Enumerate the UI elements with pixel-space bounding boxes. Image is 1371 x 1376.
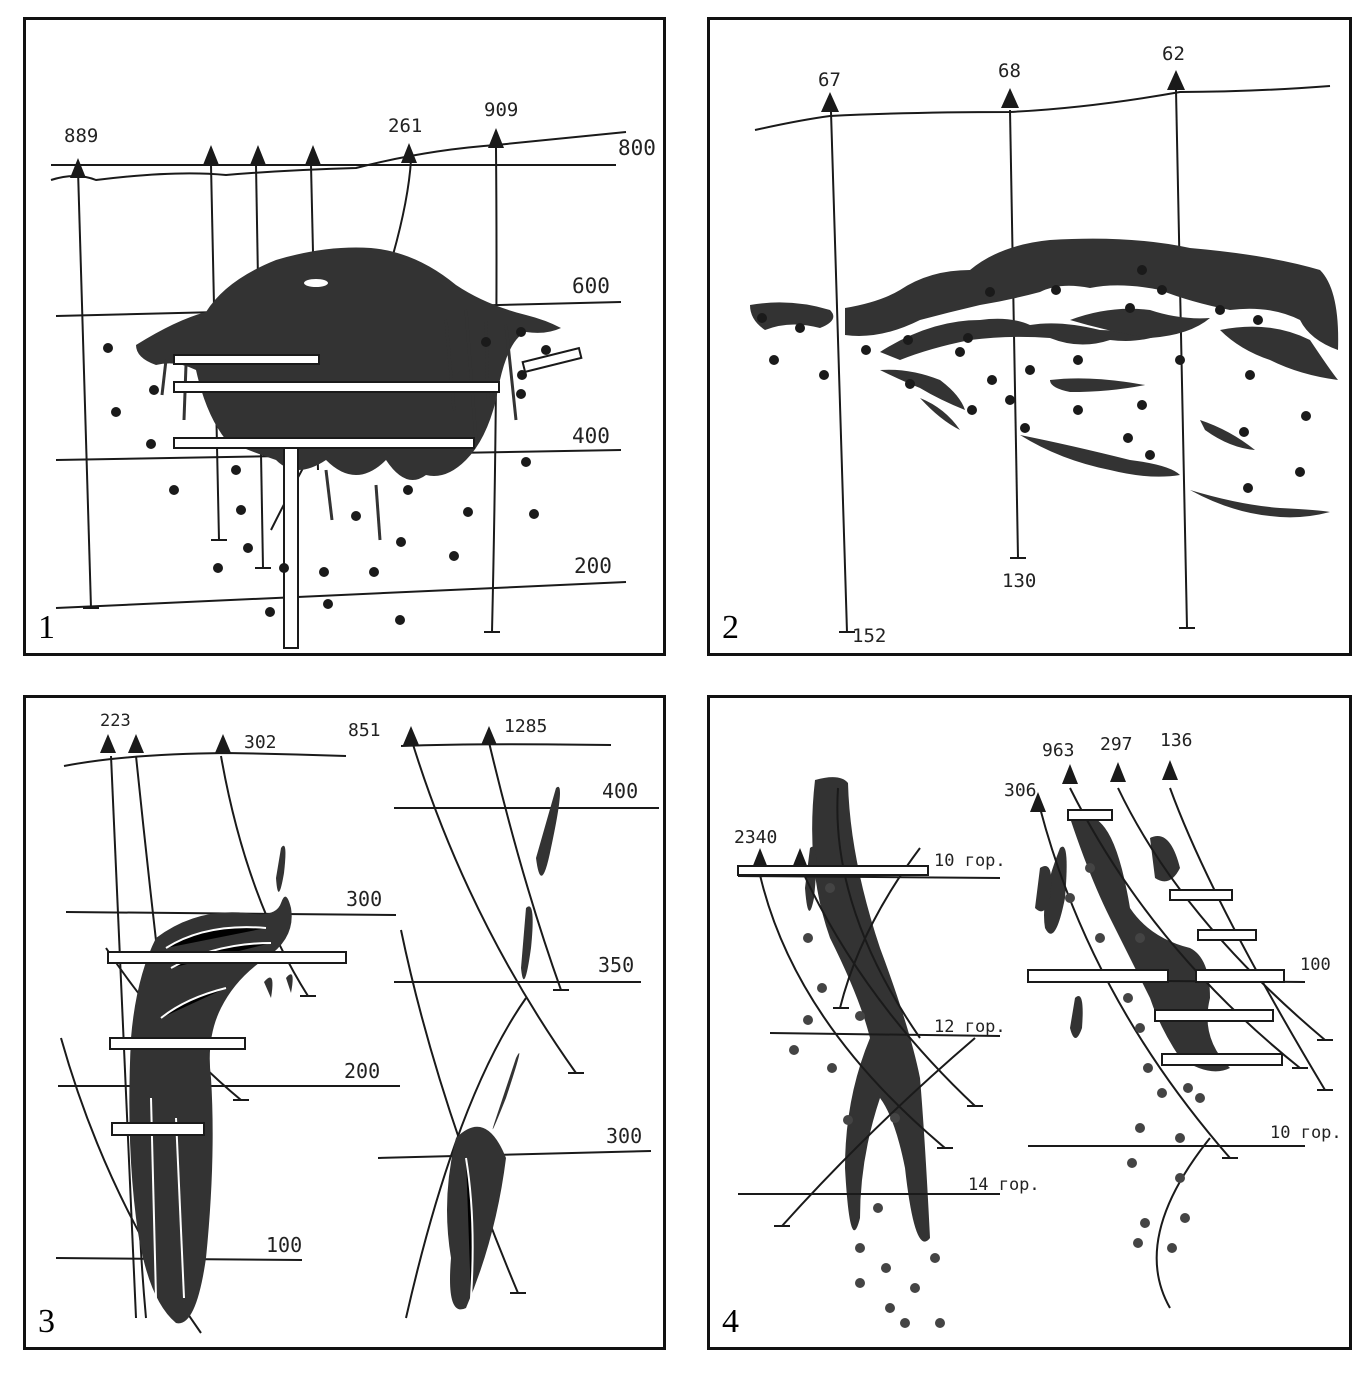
collar-marker xyxy=(821,92,839,112)
panel-2: 67 68 62 152 130 2 xyxy=(707,17,1352,656)
panel-number: 2 xyxy=(722,609,739,646)
collar-label: 261 xyxy=(388,115,422,137)
collar-marker xyxy=(403,726,419,745)
panel-1: 889 261 909 800 600 400 200 1 xyxy=(23,17,666,656)
collar-marker xyxy=(1110,762,1126,782)
level-label: 300 xyxy=(346,887,382,911)
level-label: 200 xyxy=(574,554,612,578)
collar-label: 963 xyxy=(1042,740,1075,761)
collar-label: 302 xyxy=(244,732,277,753)
collar-label: 67 xyxy=(818,69,841,91)
collar-label: 851 xyxy=(348,720,381,741)
panel-number: 4 xyxy=(722,1303,739,1340)
collar-marker xyxy=(792,848,808,868)
level-label: 800 xyxy=(618,136,656,160)
ore-body xyxy=(812,777,930,1242)
collar-marker xyxy=(1162,760,1178,780)
collar-marker xyxy=(250,145,266,165)
collar-marker xyxy=(752,848,768,868)
section-diagram-2: 67 68 62 152 130 xyxy=(750,43,1339,647)
collar-label: 223 xyxy=(100,711,131,731)
collar-marker xyxy=(481,726,497,745)
level-label: 400 xyxy=(602,779,638,803)
collar-marker xyxy=(203,145,219,165)
level-label: 12 гор. xyxy=(934,1017,1006,1037)
collar-marker xyxy=(488,128,504,148)
panel-number: 3 xyxy=(38,1303,55,1340)
level-label: 350 xyxy=(598,953,634,977)
collar-label: 306 xyxy=(1004,780,1037,801)
panel-number: 1 xyxy=(38,609,55,646)
level-label: 14 гор. xyxy=(968,1175,1040,1195)
collar-marker xyxy=(128,734,144,753)
ore-body xyxy=(136,247,561,480)
collar-marker xyxy=(1167,70,1185,90)
level-label: 400 xyxy=(572,424,610,448)
collar-label: 62 xyxy=(1162,43,1185,65)
collar-marker xyxy=(1001,88,1019,108)
level-line-200 xyxy=(55,581,627,609)
surface-line xyxy=(50,131,627,182)
level-label: 100 xyxy=(1300,955,1331,975)
collar-marker xyxy=(70,158,86,178)
depth-label: 152 xyxy=(852,625,886,647)
depth-label: 130 xyxy=(1002,570,1036,592)
collar-label: 889 xyxy=(64,125,98,147)
collar-label: 1285 xyxy=(504,716,547,737)
level-label: 300 xyxy=(606,1124,642,1148)
section-diagram-1: 889 261 909 800 600 400 200 xyxy=(50,99,656,649)
ore-body xyxy=(129,896,292,1324)
level-label: 100 xyxy=(266,1233,302,1257)
collar-label: 136 xyxy=(1160,730,1193,751)
surface-line xyxy=(63,751,347,767)
collar-label: 909 xyxy=(484,99,518,121)
collar-label: 2340 xyxy=(734,827,777,848)
collar-marker xyxy=(305,145,321,165)
panel-4: 2340 306 963 297 136 10 гор. 12 гор. 14 … xyxy=(707,695,1352,1350)
level-label: 200 xyxy=(344,1059,380,1083)
level-label: 10 гор. xyxy=(934,851,1006,871)
collar-marker xyxy=(401,143,417,163)
collar-marker xyxy=(1062,764,1078,784)
collar-label: 297 xyxy=(1100,734,1133,755)
panel-3: 223 302 851 1285 300 200 100 400 350 300… xyxy=(23,695,666,1350)
collar-marker xyxy=(215,734,231,753)
collar-marker xyxy=(100,734,116,753)
collar-label: 68 xyxy=(998,60,1021,82)
surface-line xyxy=(754,85,1331,131)
section-diagram-4: 2340 306 963 297 136 10 гор. 12 гор. 14 … xyxy=(734,730,1342,1328)
level-label: 10 гор. xyxy=(1270,1123,1342,1143)
section-diagram-3: 223 302 851 1285 300 200 100 400 350 300 xyxy=(55,711,659,1334)
level-label: 600 xyxy=(572,274,610,298)
collar-marker xyxy=(1030,792,1046,812)
ore-body xyxy=(845,238,1339,350)
